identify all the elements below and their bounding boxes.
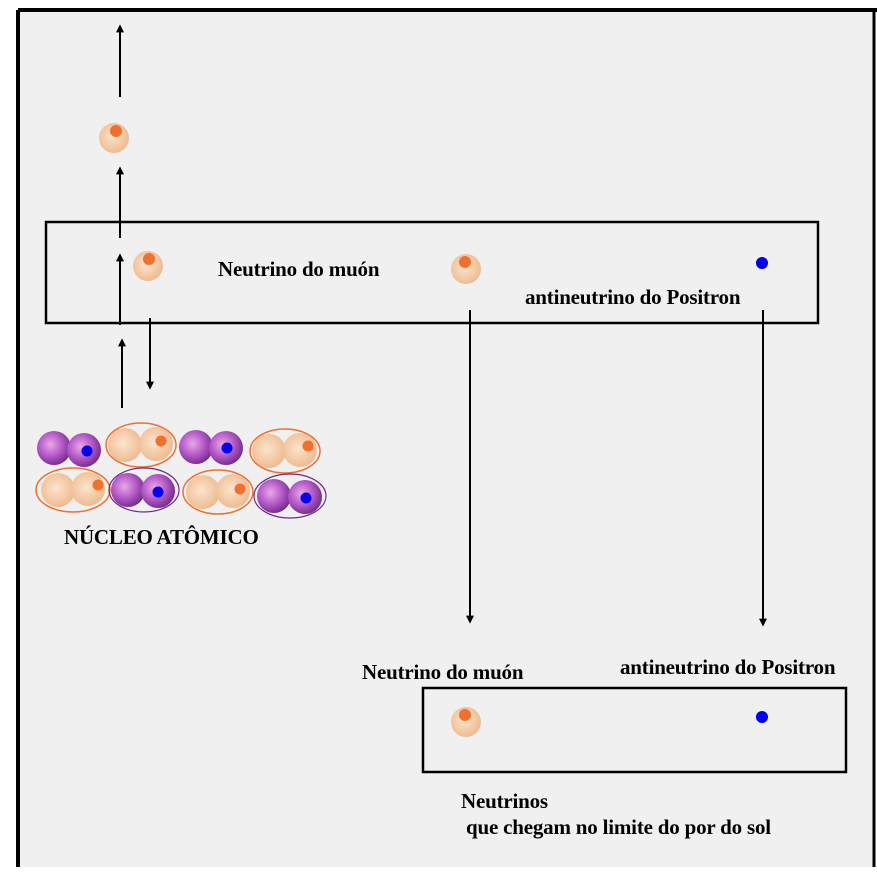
label-positron-antineutrino-upper: antineutrino do Positron — [525, 285, 741, 309]
label-atomic-nucleus: NÚCLEO ATÔMICO — [64, 525, 259, 549]
proton-pair-icon — [179, 430, 243, 465]
neutron-pair-icon — [105, 422, 177, 468]
atomic-nucleus-icon — [35, 422, 327, 519]
muon-neutrino-particle — [133, 251, 163, 281]
lower-box — [421, 686, 848, 774]
upper-box — [44, 220, 820, 325]
proton-pair-icon — [108, 467, 180, 513]
label-positron-antineutrino-lower: antineutrino do Positron — [620, 655, 836, 679]
neutron-pair-icon — [182, 469, 254, 515]
proton-pair-icon — [37, 431, 101, 467]
proton-pair-icon — [253, 473, 327, 519]
caption-neutrinos: Neutrinos — [461, 789, 548, 813]
muon-neutrino-particle — [99, 123, 129, 153]
muon-neutrino-particle — [451, 707, 481, 737]
label-muon-neutrino-upper: Neutrino do muón — [218, 257, 380, 281]
positron-antineutrino-particle — [756, 257, 768, 269]
positron-antineutrino-particle — [756, 711, 768, 723]
neutron-pair-icon — [35, 467, 111, 513]
muon-neutrino-particle — [451, 254, 481, 284]
neutron-pair-icon — [249, 428, 321, 474]
caption-sunset-limit: que chegam no limite do por do sol — [466, 815, 771, 839]
label-muon-neutrino-lower: Neutrino do muón — [362, 660, 524, 684]
